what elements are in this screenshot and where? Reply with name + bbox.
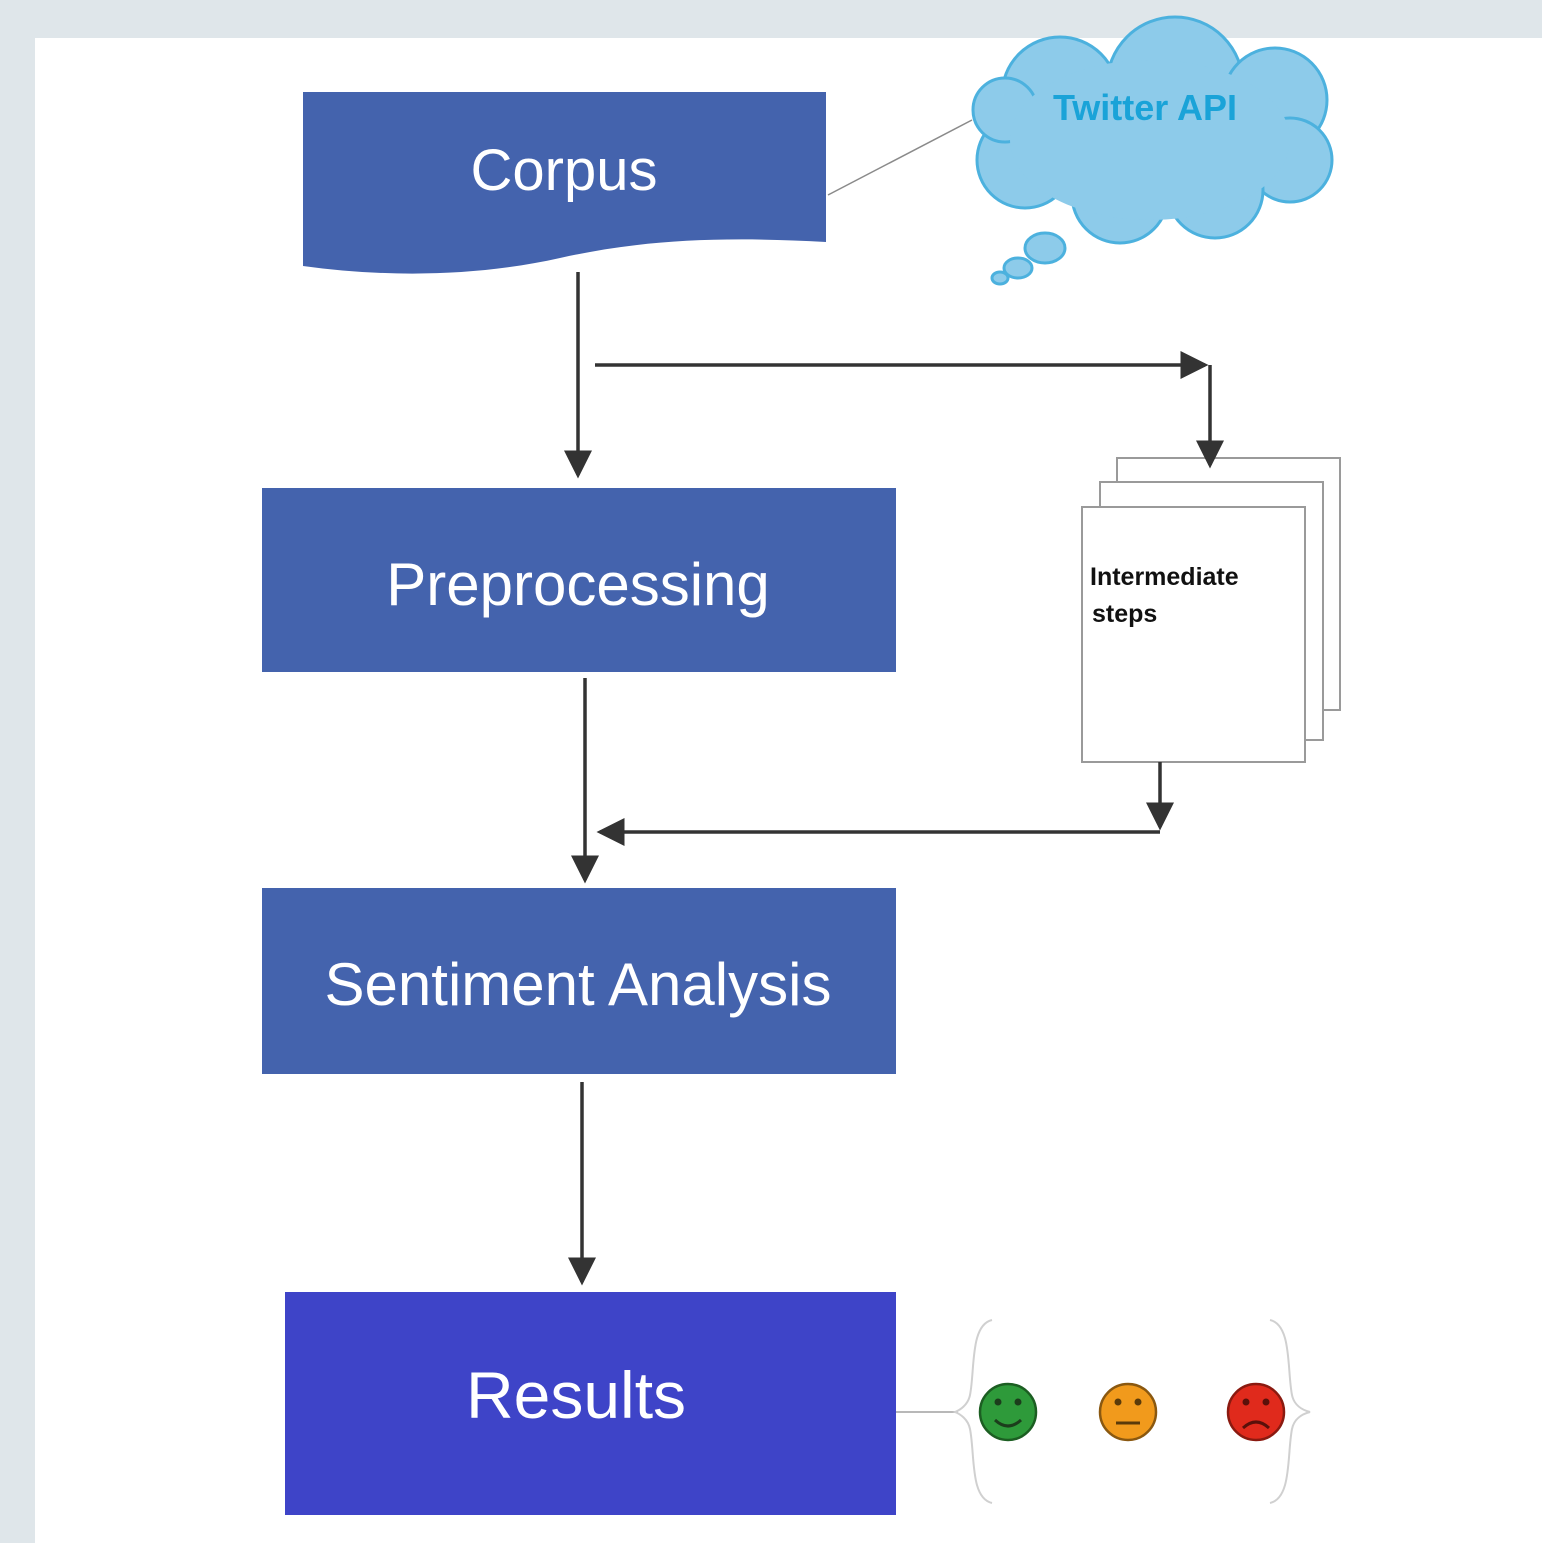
intermediate-steps-label-line2: steps — [1092, 600, 1157, 628]
neutral-face-icon — [1098, 1382, 1158, 1442]
preprocessing-label: Preprocessing — [386, 551, 770, 618]
intermediate-steps-node[interactable]: Intermediate steps — [1081, 457, 1341, 763]
preprocessing-box — [262, 488, 896, 672]
sentiment-analysis-box — [262, 888, 896, 1074]
preprocessing-node[interactable]: Preprocessing — [262, 488, 896, 672]
twitter-corpus-connector — [827, 119, 973, 196]
twitter-api-label: Twitter API — [1053, 87, 1237, 128]
sentiment-analysis-node[interactable]: Sentiment Analysis — [262, 888, 896, 1074]
sad-face-icon — [1226, 1382, 1286, 1442]
corpus-label: Corpus — [471, 138, 658, 203]
twitter-api-node[interactable]: Twitter API — [971, 15, 1334, 286]
right-brace — [1269, 1319, 1311, 1504]
results-label: Results — [466, 1358, 686, 1432]
document-sheet-front — [1081, 506, 1306, 763]
happy-face-icon — [978, 1382, 1038, 1442]
corpus-node[interactable]: Corpus — [303, 92, 826, 274]
results-box — [285, 1292, 896, 1515]
corpus-shape — [303, 92, 826, 274]
left-brace — [952, 1319, 993, 1504]
results-node[interactable]: Results — [285, 1292, 896, 1515]
sentiment-analysis-label: Sentiment Analysis — [325, 951, 832, 1018]
cloud-shape — [971, 15, 1334, 286]
intermediate-steps-label-line1: Intermediate — [1090, 563, 1239, 591]
